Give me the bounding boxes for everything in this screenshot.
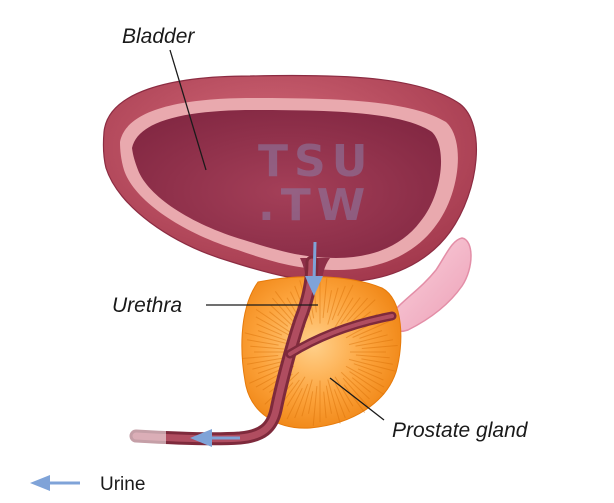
prostate-texture-stroke (355, 354, 390, 359)
prostate-texture-stroke (247, 339, 279, 346)
prostate-texture-stroke (359, 330, 383, 339)
prostate-texture-stroke (294, 383, 309, 419)
prostate-texture-stroke (269, 311, 289, 327)
urethra-label: Urethra (112, 294, 182, 317)
prostate-texture-stroke (342, 377, 368, 407)
prostate-texture-stroke (312, 386, 318, 426)
prostate-texture-stroke (334, 376, 354, 407)
prostate-texture-stroke (257, 365, 281, 374)
legend-urine-label: Urine (100, 474, 145, 495)
prostate-texture-stroke (255, 309, 291, 333)
seminal-vesicle (387, 237, 472, 332)
prostate-texture-stroke (351, 377, 371, 393)
prostate-texture-stroke (334, 382, 351, 413)
bladder-label: Bladder (122, 25, 195, 48)
urine-flow-arrow-exit (190, 429, 240, 447)
urethra-fade (126, 426, 166, 448)
prostate-texture-stroke (345, 365, 385, 388)
prostate-texture-stroke (340, 297, 361, 325)
prostate-texture-stroke (326, 290, 332, 313)
prostate-texture-stroke (357, 368, 384, 381)
prostate-texture-stroke (327, 287, 339, 325)
prostate-texture-stroke (361, 345, 398, 349)
prostate-texture-stroke (244, 332, 292, 346)
prostate-texture-stroke (355, 339, 393, 347)
prostate-texture-stroke (257, 330, 287, 341)
prostate-texture-stroke (333, 389, 346, 419)
prostate-texture-stroke (323, 391, 327, 419)
prostate-texture-stroke (242, 355, 279, 359)
prostate-texture-stroke (250, 345, 285, 350)
prostate-texture-stroke (286, 387, 303, 420)
prostate-texture-stroke (331, 285, 346, 321)
prostate-texture-stroke (352, 320, 391, 338)
prostate-texture-stroke (361, 358, 393, 365)
prostate-texture-stroke (334, 297, 354, 328)
prostate-label: Prostate gland (392, 419, 529, 442)
prostate-texture-stroke (349, 371, 385, 395)
urine-flow-arrow-bladder (305, 241, 323, 296)
prostate-texture-stroke (286, 376, 306, 407)
prostate-texture-stroke (327, 379, 341, 424)
prostate-texture-stroke (255, 316, 295, 339)
prostate-texture-stroke (343, 384, 366, 413)
prostate-texture-stroke (348, 358, 396, 372)
watermark-line-1: TSU (258, 136, 373, 187)
prostate-texture-stroke (353, 363, 383, 374)
legend: Urine (30, 474, 145, 495)
watermark-line-2: .TW (258, 180, 371, 231)
legend-arrow-icon (30, 475, 80, 491)
prostate-texture-stroke (247, 357, 285, 365)
bladder-cavity (132, 110, 442, 258)
prostate-texture-stroke (308, 391, 314, 414)
prostate-texture-stroke (348, 334, 388, 346)
prostate-texture-stroke (340, 371, 370, 400)
prostate-texture-stroke (346, 297, 368, 322)
bladder-leader-line (169, 49, 207, 171)
prostate-texture-stroke (301, 379, 313, 417)
ejaculatory-duct-lumen (288, 314, 394, 356)
prostate-texture-stroke (256, 323, 283, 336)
prostate-texture-stroke (337, 284, 354, 317)
prostate-texture-stroke (322, 278, 328, 318)
prostate-texture-stroke (325, 385, 332, 414)
prostate-leader-line (329, 377, 385, 421)
